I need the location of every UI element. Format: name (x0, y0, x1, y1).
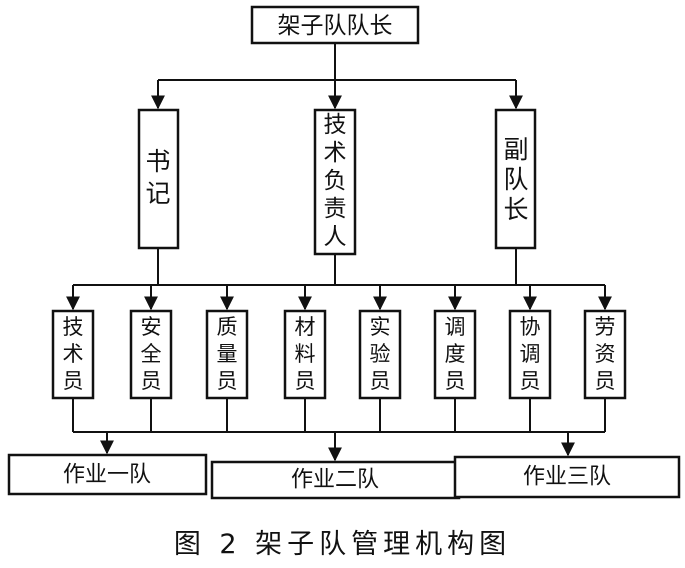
node-staff-label-1: 安全员 (141, 315, 162, 393)
node-staff-3: 材料员 (283, 309, 327, 400)
label-char: 书 (145, 147, 170, 176)
node-mid-label-1: 技术负责人 (324, 112, 347, 250)
label-char: 员 (370, 369, 391, 393)
label-char: 调 (445, 315, 466, 339)
label-char: 技 (324, 112, 347, 138)
label-char: 员 (295, 369, 316, 393)
label-char: 责 (324, 196, 347, 222)
node-staff-label-0: 技术员 (63, 315, 84, 393)
label-char: 实 (370, 315, 391, 339)
node-root-label: 架子队队长 (278, 13, 393, 39)
node-team-1: 作业二队 (210, 460, 461, 500)
label-char: 员 (141, 369, 162, 393)
label-char: 全 (141, 342, 162, 366)
figure-caption: 图 2 架子队管理机构图 (173, 529, 512, 560)
node-staff-5: 调度员 (433, 309, 477, 400)
node-team-label-0: 作业一队 (63, 463, 151, 488)
label-char: 员 (217, 369, 238, 393)
label-char: 术 (63, 342, 84, 366)
label-char: 员 (520, 369, 541, 393)
node-staff-label-7: 劳资员 (595, 315, 616, 393)
label-char: 队 (503, 165, 528, 194)
label-char: 料 (295, 342, 316, 366)
label-char: 员 (63, 369, 84, 393)
label-char: 人 (324, 224, 347, 250)
label-char: 副 (503, 135, 528, 164)
label-char: 安 (141, 315, 162, 339)
node-staff-label-3: 材料员 (295, 315, 316, 393)
node-staff-label-2: 质量员 (217, 315, 238, 393)
node-staff-label-6: 协调员 (520, 315, 541, 393)
label-char: 技 (63, 315, 84, 339)
node-staff-label-4: 实验员 (370, 315, 391, 393)
label-char: 长 (503, 195, 528, 224)
label-char: 验 (370, 342, 391, 366)
label-char: 员 (595, 369, 616, 393)
node-mid-label-0: 书记 (145, 147, 170, 208)
node-mid-1: 技术负责人 (313, 108, 357, 256)
node-team-label-2: 作业三队 (523, 465, 611, 490)
label-char: 负 (324, 168, 347, 194)
node-mid-2: 副队长 (494, 108, 537, 250)
label-char: 劳 (595, 315, 616, 339)
label-char: 协 (520, 315, 541, 339)
label-char: 员 (445, 369, 466, 393)
node-team-2: 作业三队 (453, 455, 681, 499)
node-mid-0: 书记 (137, 108, 180, 250)
label-char: 调 (520, 342, 541, 366)
node-mid-label-2: 副队长 (503, 135, 528, 224)
node-team-label-1: 作业二队 (291, 468, 379, 493)
node-staff-1: 安全员 (129, 309, 173, 400)
node-team-0: 作业一队 (7, 453, 208, 496)
node-root: 架子队队长 (250, 5, 420, 45)
node-staff-4: 实验员 (358, 309, 402, 400)
label-char: 度 (445, 342, 466, 366)
connectors-root-to-middle (151, 43, 523, 110)
node-staff-6: 协调员 (508, 309, 552, 400)
node-staff-2: 质量员 (205, 309, 249, 400)
node-staff-7: 劳资员 (583, 309, 627, 400)
label-char: 资 (595, 342, 616, 366)
node-staff-0: 技术员 (51, 309, 95, 400)
node-staff-label-5: 调度员 (445, 315, 466, 393)
label-char: 材 (295, 315, 316, 339)
label-char: 量 (217, 342, 238, 366)
connectors-middle-to-staff (66, 248, 612, 311)
staff-row: 技术员 安全员 质量员 材料员 实验员 调度员 协调员 劳资员 (51, 309, 627, 400)
label-char: 记 (145, 179, 170, 208)
connectors-staff-to-teams (72, 398, 606, 462)
label-char: 术 (324, 140, 347, 166)
label-char: 质 (217, 315, 238, 339)
